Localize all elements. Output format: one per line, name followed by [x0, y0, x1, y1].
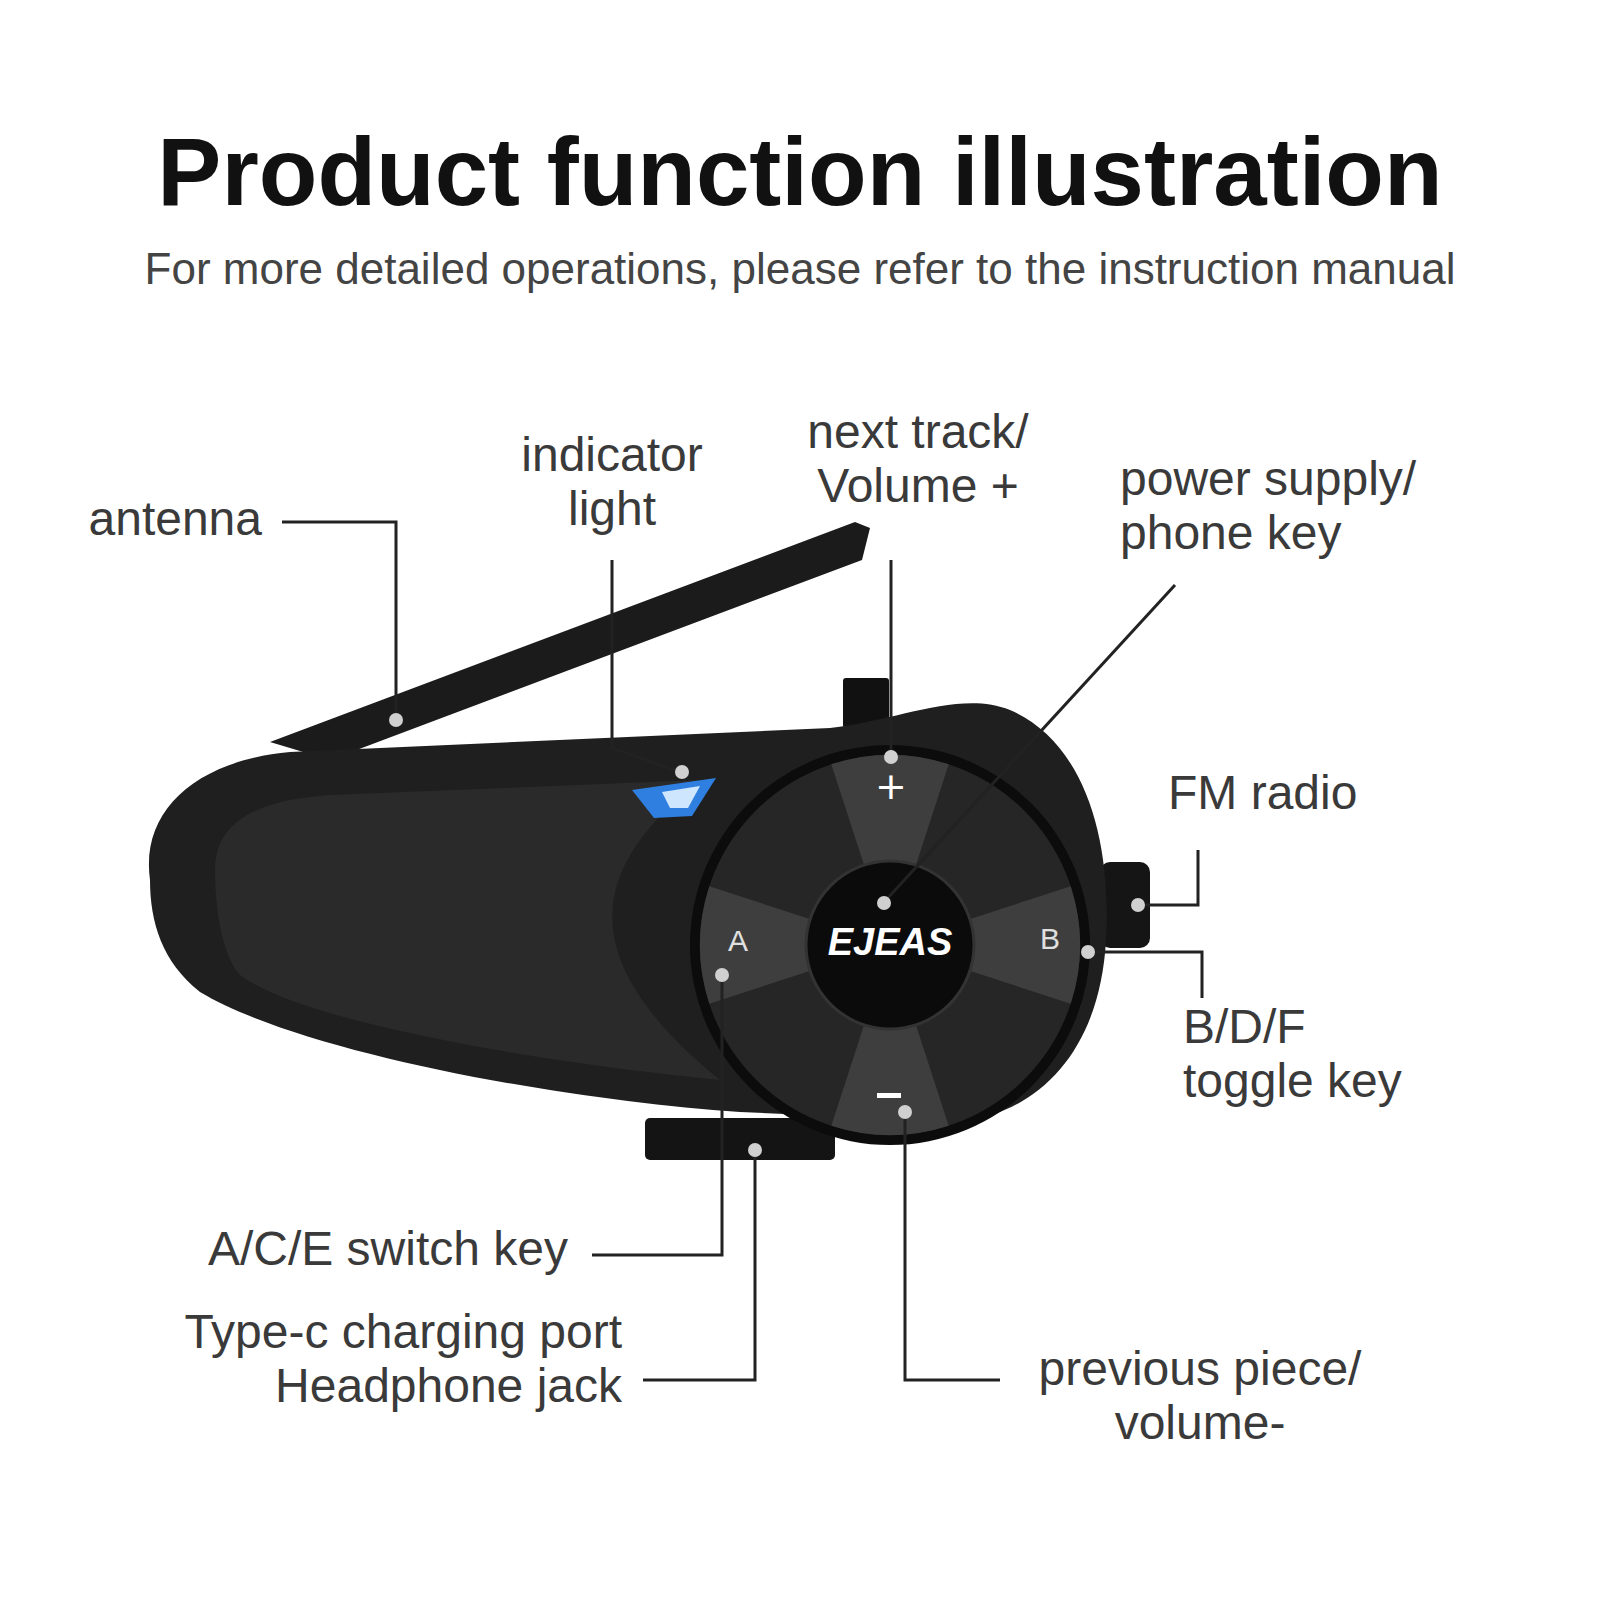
center-button — [806, 861, 974, 1029]
indicator-led — [632, 778, 716, 818]
part-label: next track/ Volume + — [773, 405, 1063, 513]
part-label: B/D/F toggle key — [1183, 1000, 1433, 1108]
minus-symbol — [877, 1093, 901, 1098]
callout-dot — [898, 1105, 912, 1119]
part-label: previous piece/ volume- — [1005, 1342, 1395, 1450]
leader-line — [643, 1150, 755, 1380]
subtitle-note: For more detailed operations, please ref… — [10, 244, 1590, 293]
part-label: FM radio — [1168, 766, 1468, 820]
dial-segment — [831, 1023, 948, 1135]
callout-dot — [715, 968, 729, 982]
antenna-arm — [270, 522, 870, 760]
dial-segment — [968, 886, 1080, 1003]
part-label: Type-c charging port Headphone jack — [92, 1305, 622, 1413]
leader-line — [1140, 850, 1198, 905]
brand-logo: EJEAS — [810, 921, 970, 964]
leader-line — [612, 560, 680, 772]
callout-dot — [877, 896, 891, 910]
dial-segment — [700, 886, 812, 1003]
dial-rim — [690, 745, 1090, 1145]
part-label: A/C/E switch key — [28, 1222, 568, 1276]
callout-dot — [675, 765, 689, 779]
indicator-glow — [662, 786, 700, 808]
fm-knob — [1100, 862, 1150, 948]
page-title: Product function illustration — [20, 118, 1580, 226]
part-label: power supply/ phone key — [1120, 452, 1470, 560]
button-symbol: + — [871, 765, 911, 808]
part-label: indicator light — [492, 428, 732, 536]
part-label: antenna — [0, 492, 262, 546]
leader-line — [282, 522, 396, 718]
body-highlight — [215, 780, 720, 1080]
callout-dots — [389, 713, 1145, 1157]
leader-line — [886, 585, 1175, 900]
callout-dot — [748, 1143, 762, 1157]
callout-dot — [1081, 945, 1095, 959]
leader-line — [890, 560, 893, 752]
leader-line — [1088, 952, 1202, 998]
button-letter: B — [1032, 922, 1068, 956]
callout-dot — [1131, 898, 1145, 912]
leader-line — [592, 975, 722, 1255]
callout-dot — [884, 750, 898, 764]
dial — [700, 755, 1080, 1135]
leader-line — [905, 1112, 1000, 1380]
button-letter: A — [720, 924, 756, 958]
callout-dot — [389, 713, 403, 727]
